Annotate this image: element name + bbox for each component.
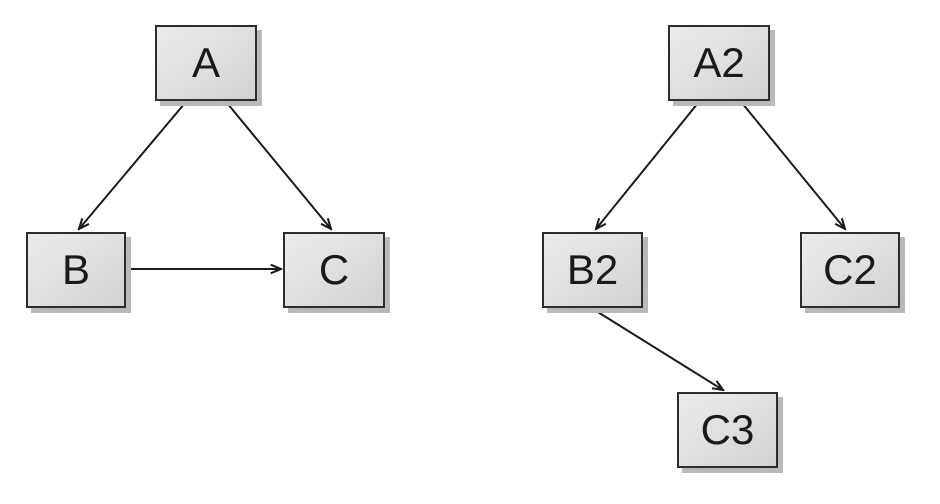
node-C2[interactable]: C2 [800,232,900,308]
edge-A2-B2[interactable] [596,102,699,229]
node-label: B [61,246,90,293]
node-A2[interactable]: A2 [668,25,770,101]
node-C[interactable]: C [283,232,385,308]
node-label: C3 [700,406,755,453]
edge-A-C[interactable] [226,102,331,229]
node-B[interactable]: B [26,232,126,308]
node-label: C [318,246,350,293]
node-label: A2 [693,39,745,86]
edge-A2-C2[interactable] [741,102,845,229]
node-label: C2 [823,246,877,293]
node-B2[interactable]: B2 [542,232,643,308]
node-label: B2 [566,246,619,293]
node-C3[interactable]: C3 [677,392,778,468]
edge-A-B[interactable] [79,102,186,229]
node-label: A [191,39,220,86]
edge-B2-C3[interactable] [592,308,723,390]
node-A[interactable]: A [155,25,257,101]
